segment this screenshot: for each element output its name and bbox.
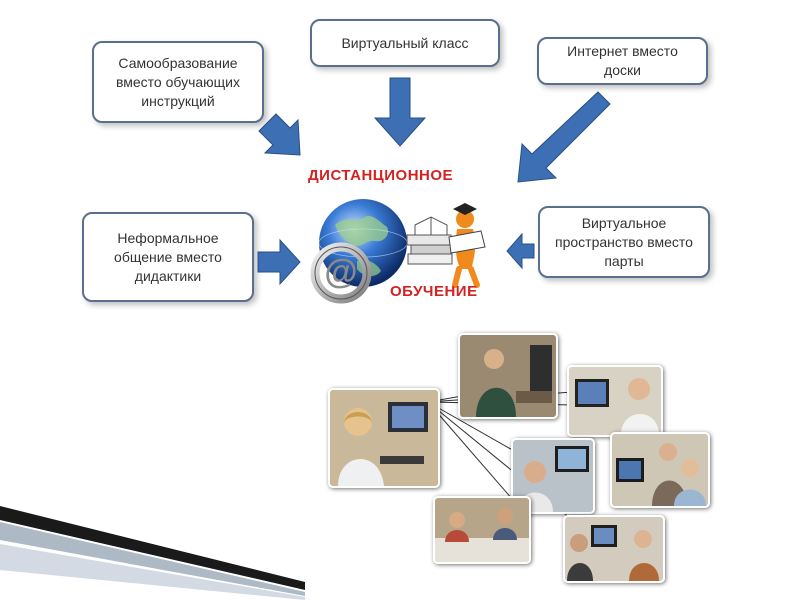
arrow-virtual-class <box>373 77 427 147</box>
arrow-self-education <box>258 113 301 156</box>
photo-students-row <box>458 333 558 419</box>
photo-woman-at-computer <box>328 388 440 488</box>
photo-collage <box>325 330 715 585</box>
at-sign-icon: @ <box>310 242 372 304</box>
arrow-internet <box>517 91 611 183</box>
node-virtual-class: Виртуальный класс <box>310 19 500 67</box>
photo-group-at-table <box>433 496 531 564</box>
decorative-corner-stripes <box>0 500 305 600</box>
arrow-virtual-space <box>506 232 535 270</box>
photo-office-pair <box>563 515 665 583</box>
svg-text:@: @ <box>324 253 357 291</box>
photo-man-at-monitor <box>567 365 663 437</box>
node-virtual-space: Виртуальное пространство вместо парты <box>538 206 710 278</box>
node-self-education: Самообразование вместо обучающих инструк… <box>92 41 264 123</box>
node-internet: Интернет вместо доски <box>537 37 708 85</box>
photo-pair-at-laptop <box>610 432 710 508</box>
node-informal-communication: Неформальное общение вместо дидактики <box>82 212 254 302</box>
student-figure-icon <box>448 203 486 288</box>
books-icon <box>406 216 453 265</box>
logo-title-top: ДИСТАНЦИОННОЕ <box>308 167 454 184</box>
distance-learning-logo: ДИСТАНЦИОННОЕ @ <box>305 165 502 315</box>
logo-title-bottom: ОБУЧЕНИЕ <box>390 283 478 300</box>
arrow-informal-communication <box>257 238 301 286</box>
logo-graphic: @ <box>310 199 486 304</box>
